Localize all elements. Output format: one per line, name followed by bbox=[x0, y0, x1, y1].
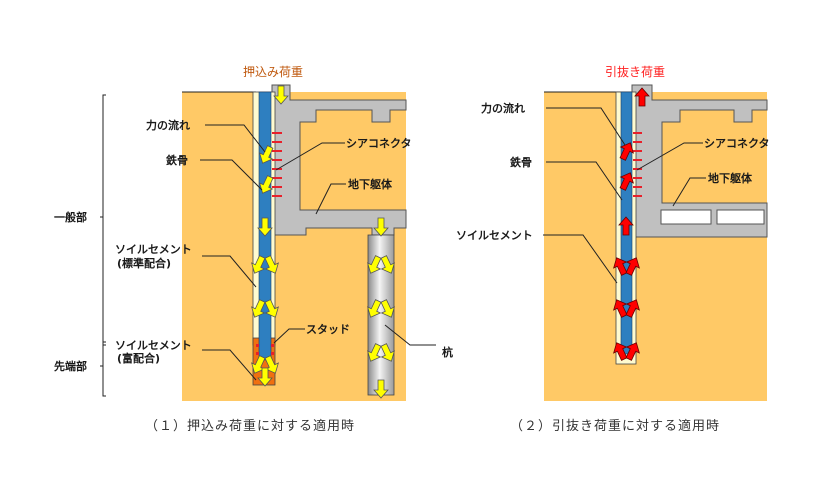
label-shear-connector: シアコネクタ bbox=[346, 137, 412, 150]
label-steel-2: 鉄骨 bbox=[510, 155, 532, 169]
label-underground-structure: 地下躯体 bbox=[348, 177, 393, 191]
push-load-title: 押込み荷重 bbox=[243, 65, 303, 79]
label-soil-cement-rich: ソイルセメント bbox=[115, 339, 192, 352]
side-brackets: 一般部 先端部 bbox=[54, 94, 106, 397]
label-force-flow: 力の流れ bbox=[146, 118, 190, 132]
label-general: 一般部 bbox=[54, 210, 87, 224]
label-force-flow-2: 力の流れ bbox=[481, 101, 525, 115]
studs bbox=[256, 344, 274, 355]
label-soil-cement-2: ソイルセメント bbox=[456, 229, 533, 242]
label-shear-connector-2: シアコネクタ bbox=[704, 137, 770, 150]
shear-connectors bbox=[272, 132, 282, 197]
pull-load-title: 引抜き荷重 bbox=[605, 65, 665, 79]
panel-pull-load: 引抜き荷重 力の流れ 鉄骨 シアコネクタ 地下躯体 ソイルセメント （２）引抜き… bbox=[456, 65, 770, 434]
label-soil-cement-standard-mix: (標準配合) bbox=[117, 256, 171, 270]
label-steel: 鉄骨 bbox=[166, 153, 188, 167]
label-tip: 先端部 bbox=[54, 359, 87, 373]
caption-pull: （２）引抜き荷重に対する適用時 bbox=[510, 418, 720, 434]
caption-push: （１）押込み荷重に対する適用時 bbox=[145, 418, 355, 434]
label-pile: 杭 bbox=[442, 345, 453, 359]
label-soil-cement-standard: ソイルセメント bbox=[115, 243, 192, 256]
void-1 bbox=[660, 209, 712, 225]
shear-connectors-2 bbox=[633, 132, 642, 197]
void-2 bbox=[716, 209, 765, 225]
panel-push-load: 押込み荷重 力の流れ 鉄骨 シアコネクタ 地下躯体 ソイルセメント (標準配合)… bbox=[115, 65, 453, 434]
general-bracket bbox=[102, 94, 106, 346]
label-soil-cement-rich-mix: (富配合) bbox=[117, 351, 160, 365]
underground-structure bbox=[271, 84, 407, 236]
label-underground-structure-2: 地下躯体 bbox=[708, 171, 753, 185]
label-stud: スタッド bbox=[306, 323, 350, 336]
tip-bracket bbox=[102, 341, 106, 397]
